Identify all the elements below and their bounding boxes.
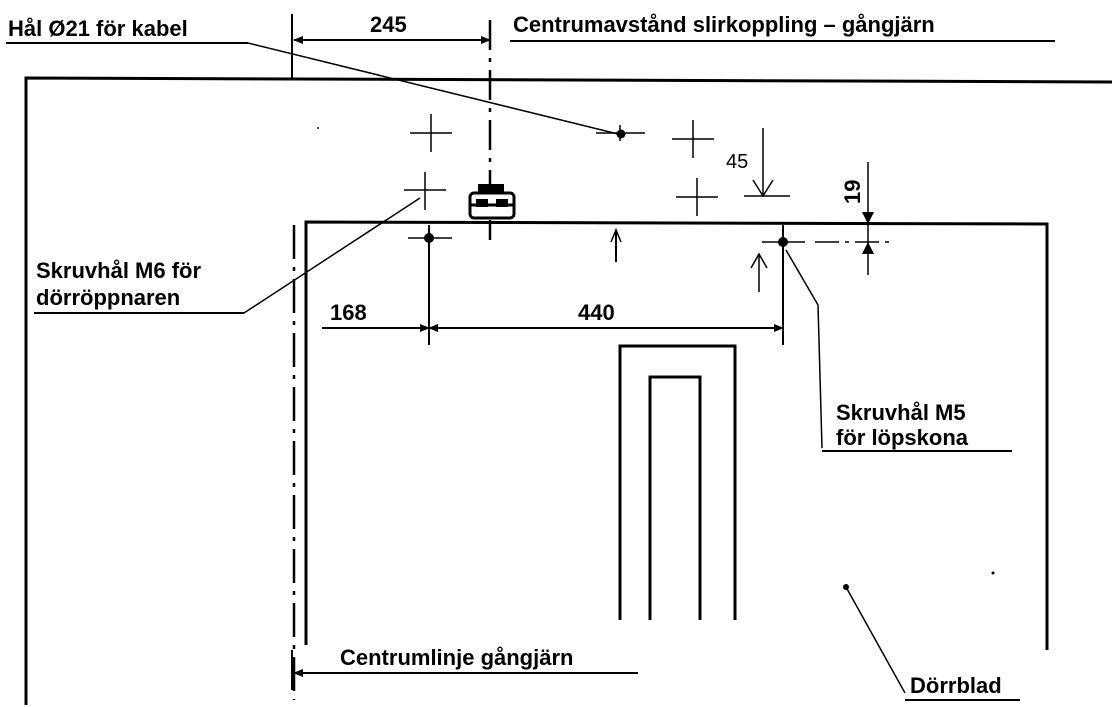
m6-screw-point bbox=[424, 233, 434, 243]
cross-mark bbox=[672, 120, 714, 158]
screw-m6-leader bbox=[243, 197, 421, 314]
hinge-centerline-dimension: Centrumlinje gångjärn bbox=[293, 645, 638, 677]
m5-screw-point bbox=[778, 237, 788, 247]
dimension-168: 168 bbox=[322, 300, 430, 332]
dimension-440: 440 bbox=[428, 300, 784, 332]
screw-m5-label-line2: för löpskona bbox=[836, 425, 969, 450]
dimension-19: 19 bbox=[815, 162, 890, 275]
hinge-centerline-label: Centrumlinje gångjärn bbox=[340, 645, 573, 670]
door-leaf-outline bbox=[304, 220, 1049, 650]
dimension-45: 45 bbox=[726, 128, 790, 198]
dimension-440-text: 440 bbox=[578, 300, 615, 325]
dimension-245-text: 245 bbox=[370, 12, 407, 37]
door-slot-shape bbox=[618, 344, 737, 620]
cable-hole-point bbox=[616, 129, 626, 139]
cross-mark bbox=[676, 178, 718, 216]
dimension-168-text: 168 bbox=[330, 300, 367, 325]
screw-m6-label-line2: dörröppnaren bbox=[36, 285, 180, 310]
screw-m5-label-line1: Skruvhål M5 bbox=[836, 400, 966, 425]
dimension-245: 245 bbox=[293, 12, 491, 44]
door-leaf-label: Dörrblad bbox=[910, 673, 1002, 698]
cable-hole-label: Hål Ø21 för kabel bbox=[8, 16, 188, 41]
cross-mark bbox=[404, 172, 446, 210]
door-leaf-leader bbox=[845, 586, 906, 694]
dimension-45-text: 45 bbox=[726, 151, 748, 173]
screw-m5-leader bbox=[785, 249, 823, 449]
m5-offset-arrow bbox=[750, 252, 768, 292]
screw-points bbox=[408, 228, 805, 252]
center-tick-arrow bbox=[610, 228, 622, 243]
frame-outline bbox=[24, 76, 1112, 705]
speck bbox=[991, 571, 995, 575]
cable-hole-leader bbox=[247, 42, 619, 135]
cross-mark bbox=[410, 114, 452, 152]
door-operator-symbol bbox=[468, 184, 516, 220]
hole-marks bbox=[404, 114, 718, 216]
screw-m6-label-line1: Skruvhål M6 för bbox=[36, 258, 201, 283]
dimension-19-text: 19 bbox=[840, 180, 865, 204]
center-distance-label: Centrumavstånd slirkoppling – gångjärn bbox=[513, 12, 935, 37]
speck bbox=[317, 127, 319, 129]
